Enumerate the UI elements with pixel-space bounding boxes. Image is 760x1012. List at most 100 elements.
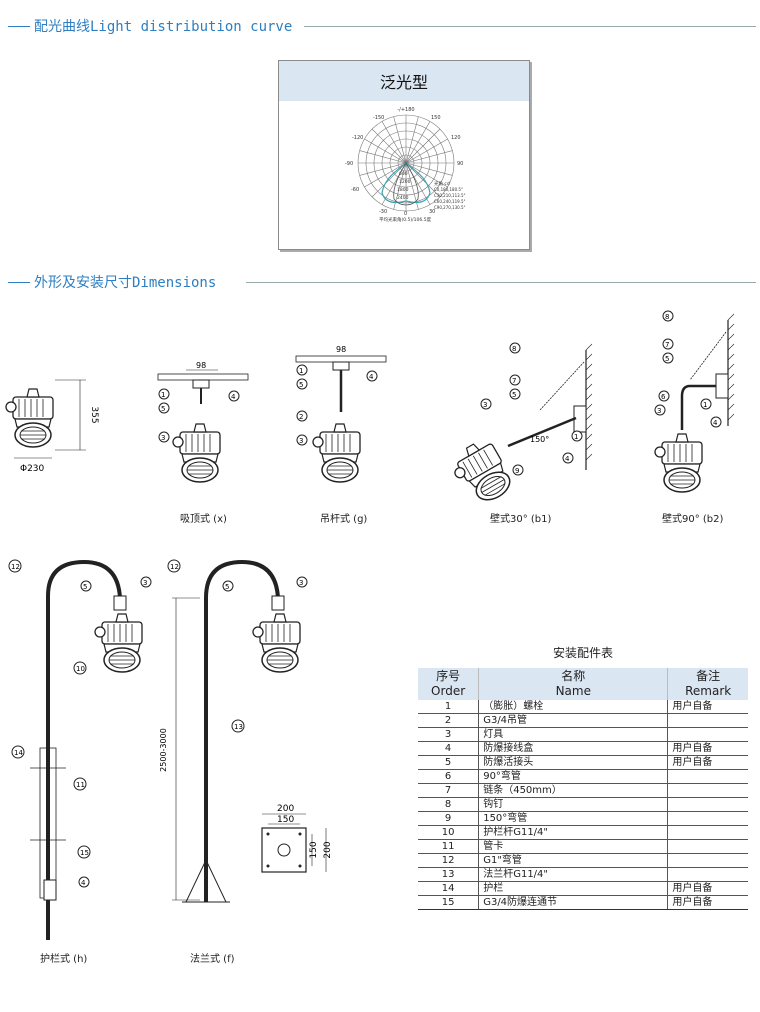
svg-text:3: 3 (143, 579, 147, 587)
drawing-guardrail: 12 5 3 10 14 11 15 4 (8, 559, 152, 940)
svg-text:13: 13 (234, 723, 243, 731)
cell-no: 14 (418, 881, 479, 896)
svg-text:5: 5 (161, 405, 165, 413)
cell-no: 15 (418, 895, 479, 910)
heading-text: 外形及安装尺寸Dimensions (34, 275, 217, 291)
cell-name: 防爆活接头 (478, 755, 668, 770)
table-row: 1（膨胀）螺栓用户自备 (418, 700, 748, 714)
dim-plate-inner-v: 150 (309, 841, 319, 858)
svg-text:1: 1 (299, 367, 303, 375)
angle-left: -150 (373, 115, 384, 121)
cell-no: 2 (418, 713, 479, 728)
cell-no: 4 (418, 741, 479, 756)
cell-no: 12 (418, 853, 479, 868)
svg-text:11: 11 (76, 781, 85, 789)
svg-text:14: 14 (14, 749, 23, 757)
legend-entry: C90,270,130.5° (434, 205, 466, 210)
cell-remark (667, 825, 748, 840)
svg-text:5: 5 (299, 381, 303, 389)
cell-name: （膨胀）螺栓 (478, 700, 668, 714)
caption-flange: 法兰式 (f) (190, 954, 235, 965)
cell-remark (667, 839, 748, 854)
svg-text:9: 9 (515, 467, 519, 475)
svg-text:7: 7 (665, 341, 669, 349)
svg-text:4: 4 (565, 455, 570, 463)
drawing-wall-90: 8 7 5 6 3 1 4 (654, 310, 735, 493)
cell-remark (667, 713, 748, 728)
section-heading-light-curve: 配光曲线Light distribution curve (8, 16, 756, 36)
dim-plate-outer-v: 200 (323, 841, 333, 858)
svg-text:7: 7 (512, 377, 516, 385)
radial-label: 1200 (399, 179, 411, 185)
cell-no: 8 (418, 797, 479, 812)
light-curve-panel: 泛光型 -/+180 -150 -120 -90 (278, 60, 530, 250)
svg-text:15: 15 (80, 849, 89, 857)
caption-ceiling: 吸顶式 (x) (180, 514, 227, 525)
svg-text:12: 12 (170, 563, 179, 571)
cell-no: 10 (418, 825, 479, 840)
angle-top: -/+180 (397, 107, 414, 113)
cell-name: G3/4吊管 (478, 713, 668, 728)
dim-pole-height: 2500-3000 (159, 728, 168, 772)
angle-bottom: 0 (404, 211, 407, 217)
cell-name: 链条（450mm） (478, 783, 668, 798)
svg-text:3: 3 (483, 401, 487, 409)
cell-no: 6 (418, 769, 479, 784)
dim-mount-width: 98 (196, 361, 206, 370)
legend-entry: C0,180,180.5° (434, 187, 463, 192)
drawing-base-lamp: 355 Φ230 (5, 379, 99, 474)
cell-name: 150°弯管 (478, 811, 668, 826)
cell-remark (667, 769, 748, 784)
cell-name: 护栏 (478, 881, 668, 896)
svg-text:1: 1 (574, 433, 578, 441)
svg-text:1: 1 (703, 401, 707, 409)
cell-remark (667, 811, 748, 826)
cell-name: 防爆接线盒 (478, 741, 668, 756)
cell-remark: 用户自备 (667, 895, 748, 910)
angle-bottom: 30 (429, 209, 435, 215)
cell-no: 13 (418, 867, 479, 882)
cell-name: G3/4防爆连通节 (478, 895, 668, 910)
cell-remark (667, 783, 748, 798)
angle-left: -120 (352, 135, 363, 141)
dimension-drawings: 355 Φ230 98 1 5 4 3 98 1 5 4 2 3 150° (5, 310, 735, 940)
cell-no: 3 (418, 727, 479, 742)
caption-guardrail: 护栏式 (h) (40, 954, 88, 965)
svg-text:5: 5 (512, 391, 516, 399)
cell-remark: 用户自备 (667, 755, 748, 770)
dim-diameter: Φ230 (20, 464, 45, 474)
svg-text:5: 5 (225, 583, 229, 591)
cell-remark (667, 867, 748, 882)
svg-text:6: 6 (661, 393, 666, 401)
svg-text:4: 4 (713, 419, 718, 427)
cell-no: 7 (418, 783, 479, 798)
drawing-pendant: 98 1 5 4 2 3 (295, 345, 387, 483)
dim-wall-angle: 150° (530, 435, 549, 444)
cell-name: 灯具 (478, 727, 668, 742)
caption-wall30: 壁式30° (b1) (490, 514, 552, 525)
dim-height: 355 (89, 406, 99, 423)
angle-right: 120 (451, 135, 461, 141)
drawing-flange: 2500-3000 12 5 3 13 (159, 559, 308, 903)
dim-mount-width: 98 (336, 345, 346, 354)
radial-label: 2400 (397, 195, 409, 201)
curve-footnote: 平均光束角(0.5)/106.5度 (379, 216, 432, 223)
caption-pendant: 吊杆式 (g) (320, 514, 368, 525)
angle-right: 150 (431, 115, 441, 121)
svg-text:3: 3 (299, 437, 303, 445)
cell-no: 11 (418, 839, 479, 854)
cell-remark (667, 727, 748, 742)
cell-name: 管卡 (478, 839, 668, 854)
svg-text:3: 3 (299, 579, 303, 587)
svg-text:8: 8 (665, 313, 669, 321)
